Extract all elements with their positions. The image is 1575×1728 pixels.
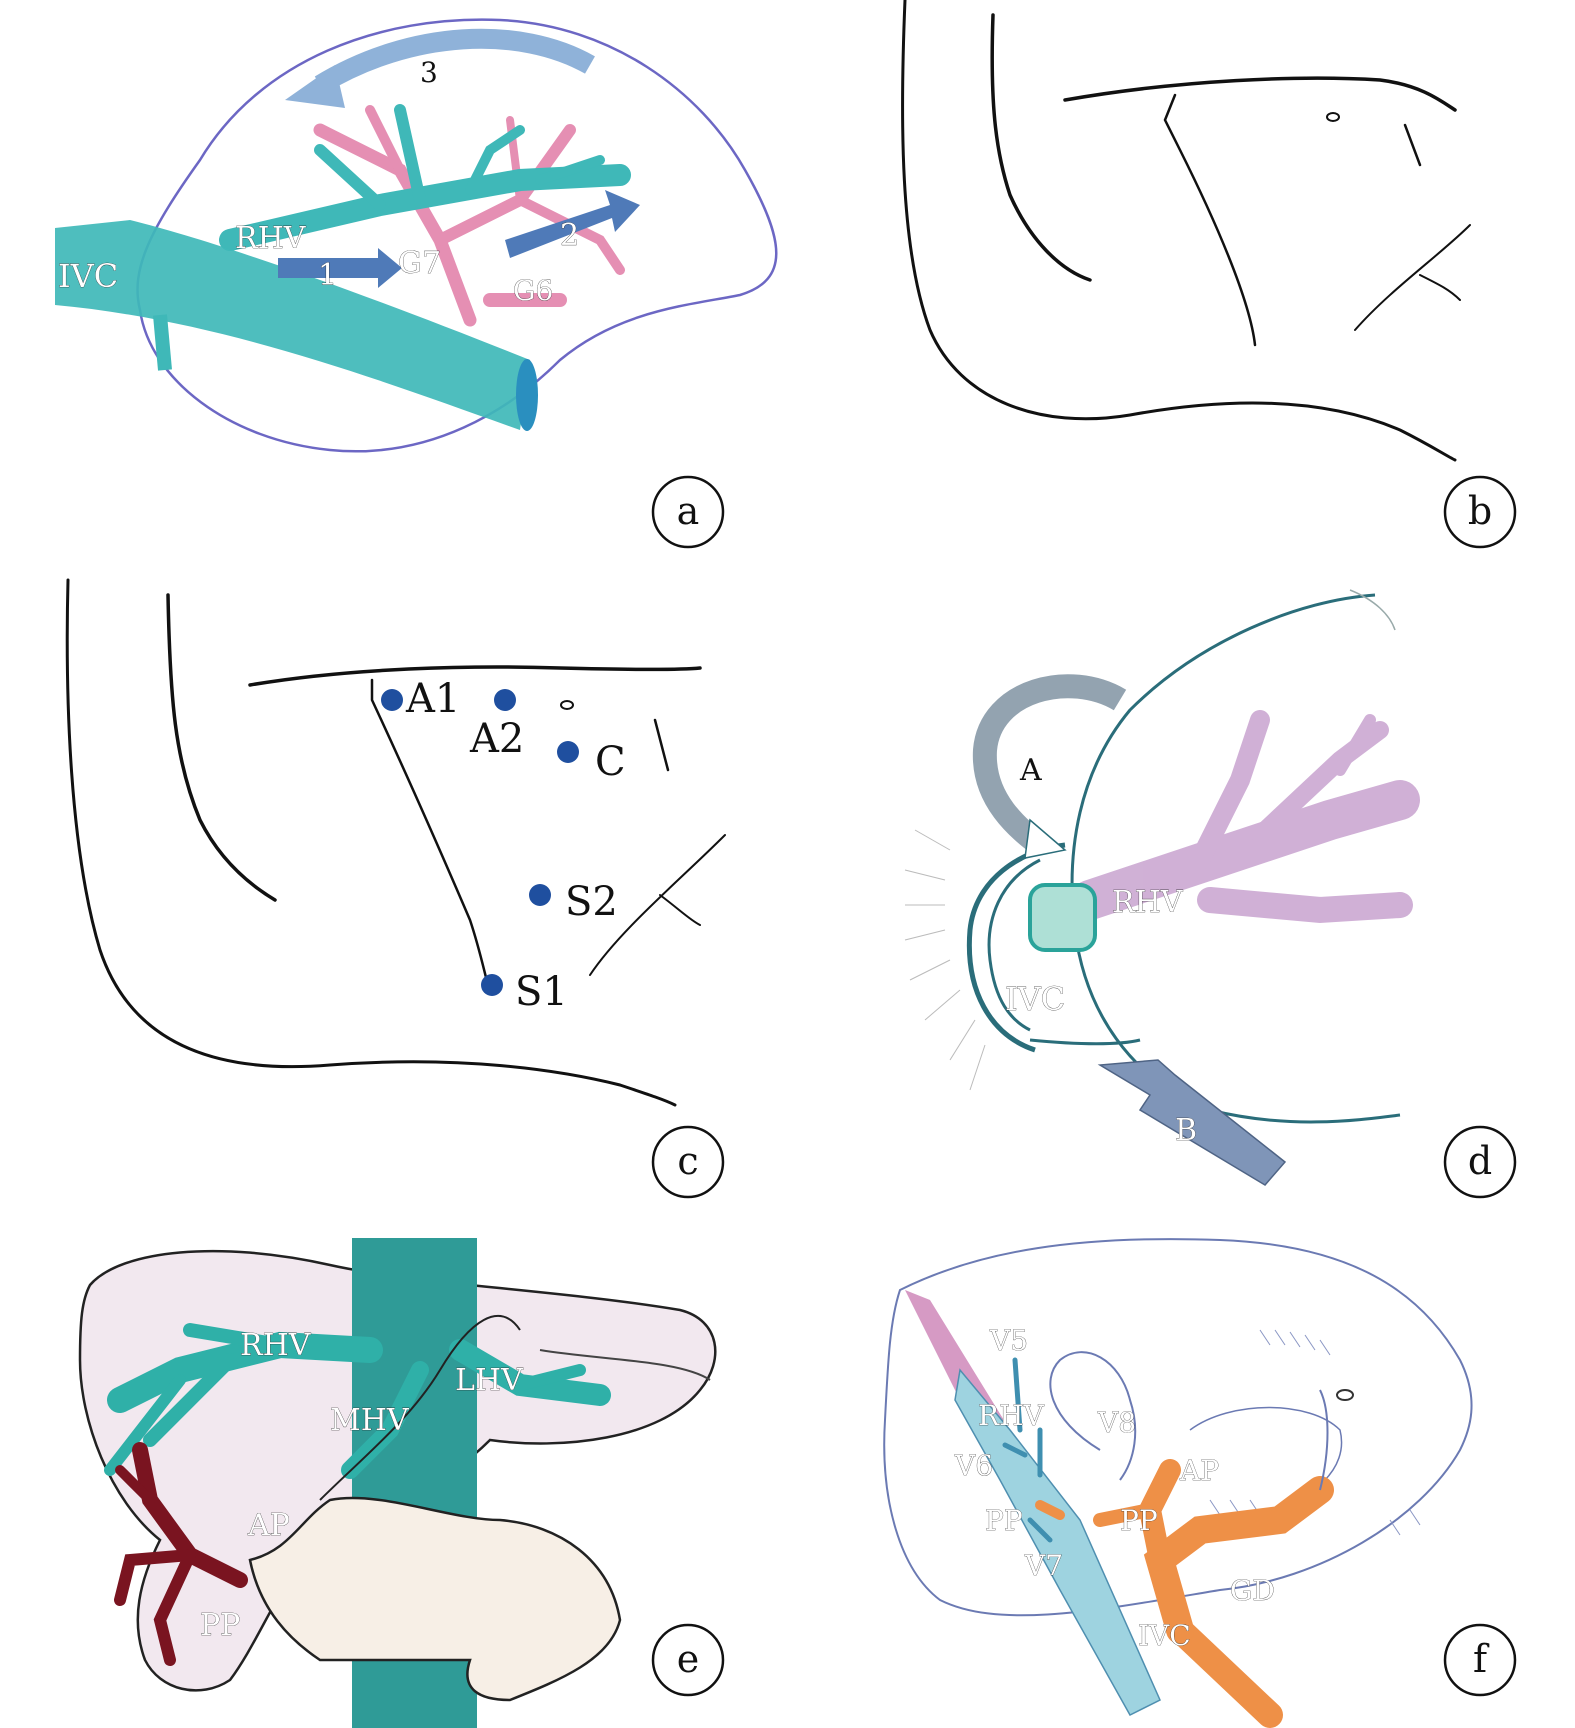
label-e-ap: AP <box>247 1508 290 1543</box>
ivc-end-a <box>516 359 538 431</box>
panel-letter-e: e <box>677 1637 700 1681</box>
points-c: A1 A2 C S2 S1 <box>381 676 626 1015</box>
label-d-ivc: IVC <box>1005 980 1065 1018</box>
label-f-pp-right: PP <box>1120 1504 1158 1537</box>
vein-branches-f <box>1002 1357 1053 1543</box>
label-point-a1: A1 <box>405 676 460 722</box>
outline-c-hole <box>560 700 574 710</box>
label-rhv: RHV <box>235 221 307 256</box>
label-arrow-2: 2 <box>560 218 579 253</box>
outline-b-outer <box>901 0 1457 462</box>
label-d-rhv: RHV <box>1112 885 1184 920</box>
rhv-branches-d <box>1070 710 1420 924</box>
label-arrow-1: 1 <box>318 258 337 293</box>
point-c <box>557 741 579 763</box>
panel-letter-circle-e <box>651 1623 725 1697</box>
outline-b-hole <box>1326 112 1340 122</box>
panel-a: IVC RHV G7 G6 1 2 3 a <box>55 18 778 549</box>
hilar-plate-e <box>248 1496 622 1702</box>
label-ivc: IVC <box>58 257 118 295</box>
label-f-rhv: RHV <box>978 1399 1045 1432</box>
label-d-a: A <box>1019 753 1042 788</box>
radial-lines-d <box>904 829 986 1091</box>
label-point-s1: S1 <box>515 969 568 1015</box>
outline-c-groove <box>370 678 490 987</box>
outline-b-groove <box>1163 93 1257 347</box>
outline-c-notch <box>589 834 726 976</box>
label-e-lhv: LHV <box>455 1363 524 1398</box>
ivc-d-fill <box>1028 883 1097 952</box>
label-point-s2: S2 <box>565 879 618 925</box>
panel-letter-c: c <box>677 1139 698 1183</box>
outline-b-notch <box>1354 224 1471 331</box>
label-f-v5: V5 <box>989 1324 1028 1357</box>
label-e-pp: PP <box>200 1608 240 1643</box>
hepatic-vein-branches-a <box>219 104 631 251</box>
label-g7: G7 <box>398 246 441 281</box>
label-point-a2: A2 <box>469 716 524 762</box>
outline-b-right <box>1403 123 1422 167</box>
panel-letter-f: f <box>1473 1637 1490 1681</box>
arrow-3 <box>314 28 595 94</box>
caudate-loop-f <box>1049 1351 1137 1481</box>
panel-f: V5 RHV V8 V6 AP PP PP V7 GD IVC f <box>883 1238 1517 1728</box>
label-arrow-3: 3 <box>420 56 438 89</box>
point-a2 <box>494 689 516 711</box>
label-f-ivc: IVC <box>1138 1619 1191 1652</box>
label-g6: G6 <box>513 274 553 307</box>
portal-pedicle-e <box>114 1442 248 1666</box>
panel-letter-circle-f <box>1443 1623 1517 1697</box>
arrow-1 <box>278 248 402 288</box>
panel-e: RHV MHV LHV AP PP e <box>78 1238 725 1728</box>
panel-letter-circle-c <box>651 1125 725 1199</box>
label-f-pp-left: PP <box>985 1504 1023 1537</box>
label-f-v8: V8 <box>1097 1406 1136 1439</box>
outline-c-inner <box>166 593 277 902</box>
panel-letter-circle-b <box>1443 475 1517 549</box>
ligament-tip-f <box>1336 1389 1354 1401</box>
panel-letter-a: a <box>677 489 700 533</box>
pedicle-f <box>1035 1459 1334 1728</box>
glissonean-pedicle-a <box>313 105 625 327</box>
ivc-f <box>954 1368 1161 1716</box>
point-s2 <box>529 884 551 906</box>
arrow-3-head <box>285 65 345 108</box>
arrow-b <box>1097 1059 1287 1186</box>
left-lobe-fold-e <box>319 1314 521 1501</box>
point-s1 <box>481 974 503 996</box>
outline-c-top <box>248 665 702 687</box>
point-a1 <box>381 689 403 711</box>
label-f-ap: AP <box>1179 1454 1219 1487</box>
outline-c-right <box>653 718 670 772</box>
label-f-v7: V7 <box>1024 1549 1063 1582</box>
arrow-a-head <box>1024 818 1067 859</box>
label-d-b: B <box>1175 1113 1197 1148</box>
panel-b: b <box>901 0 1517 549</box>
panel-letter-b: b <box>1468 489 1492 533</box>
label-e-rhv: RHV <box>240 1328 312 1363</box>
ivc-a <box>55 220 530 430</box>
label-f-gd: GD <box>1230 1574 1275 1607</box>
panel-letter-circle-d <box>1443 1125 1517 1199</box>
panel-c: A1 A2 C S2 S1 c <box>65 578 726 1199</box>
hepatic-veins-e <box>104 1323 611 1479</box>
panel-letter-circle-a <box>651 475 725 549</box>
arrow-a <box>972 674 1127 855</box>
panel-d: A B RHV IVC d <box>904 589 1517 1199</box>
outline-b-inner <box>990 13 1092 282</box>
panel-letter-d: d <box>1468 1139 1492 1183</box>
label-e-mhv: MHV <box>330 1403 410 1438</box>
label-point-c: C <box>595 739 626 785</box>
label-f-v6: V6 <box>954 1449 993 1482</box>
outline-b-top <box>1063 76 1457 112</box>
outline-c-outer <box>65 578 677 1107</box>
hatching-f <box>1209 1329 1421 1536</box>
arrow-2 <box>505 190 640 258</box>
